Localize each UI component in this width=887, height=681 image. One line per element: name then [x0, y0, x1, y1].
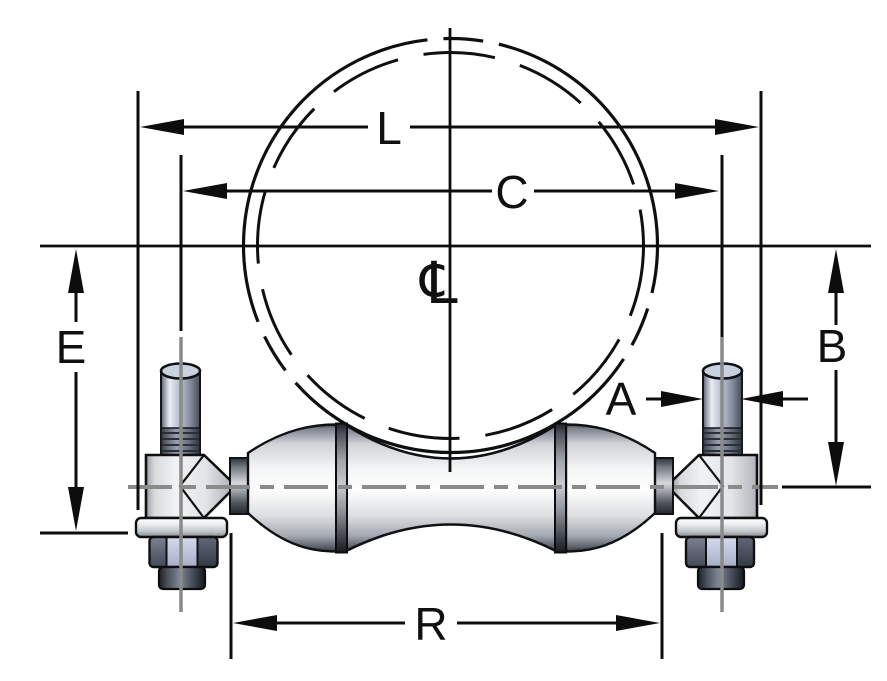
centerline-symbol: ℄ — [418, 249, 457, 317]
extension-lines — [40, 91, 871, 659]
left-hex-nut — [148, 535, 219, 569]
arrow-C-left — [183, 183, 227, 199]
arrow-L-right — [715, 119, 759, 135]
label-dim-R: R — [414, 598, 447, 650]
arrow-A-right — [741, 391, 783, 407]
label-dim-A: A — [606, 373, 637, 425]
arrow-B-down — [828, 442, 844, 486]
arrow-R-right — [616, 615, 660, 631]
label-dim-B: B — [817, 320, 848, 372]
arrow-R-left — [233, 615, 277, 631]
dimension-arrowheads — [68, 119, 844, 631]
arrow-A-left — [661, 391, 703, 407]
arrow-E-down — [68, 487, 84, 531]
arrow-B-up — [828, 249, 844, 293]
dimension-lines — [74, 125, 838, 625]
left-bolt-assembly — [134, 362, 233, 591]
right-hex-nut — [684, 535, 756, 569]
label-dim-E: E — [56, 321, 87, 373]
arrow-E-up — [68, 249, 84, 293]
label-dim-C: C — [495, 166, 528, 218]
label-dim-L: L — [376, 102, 402, 154]
arrow-L-left — [140, 119, 184, 135]
arrow-C-right — [675, 183, 719, 199]
